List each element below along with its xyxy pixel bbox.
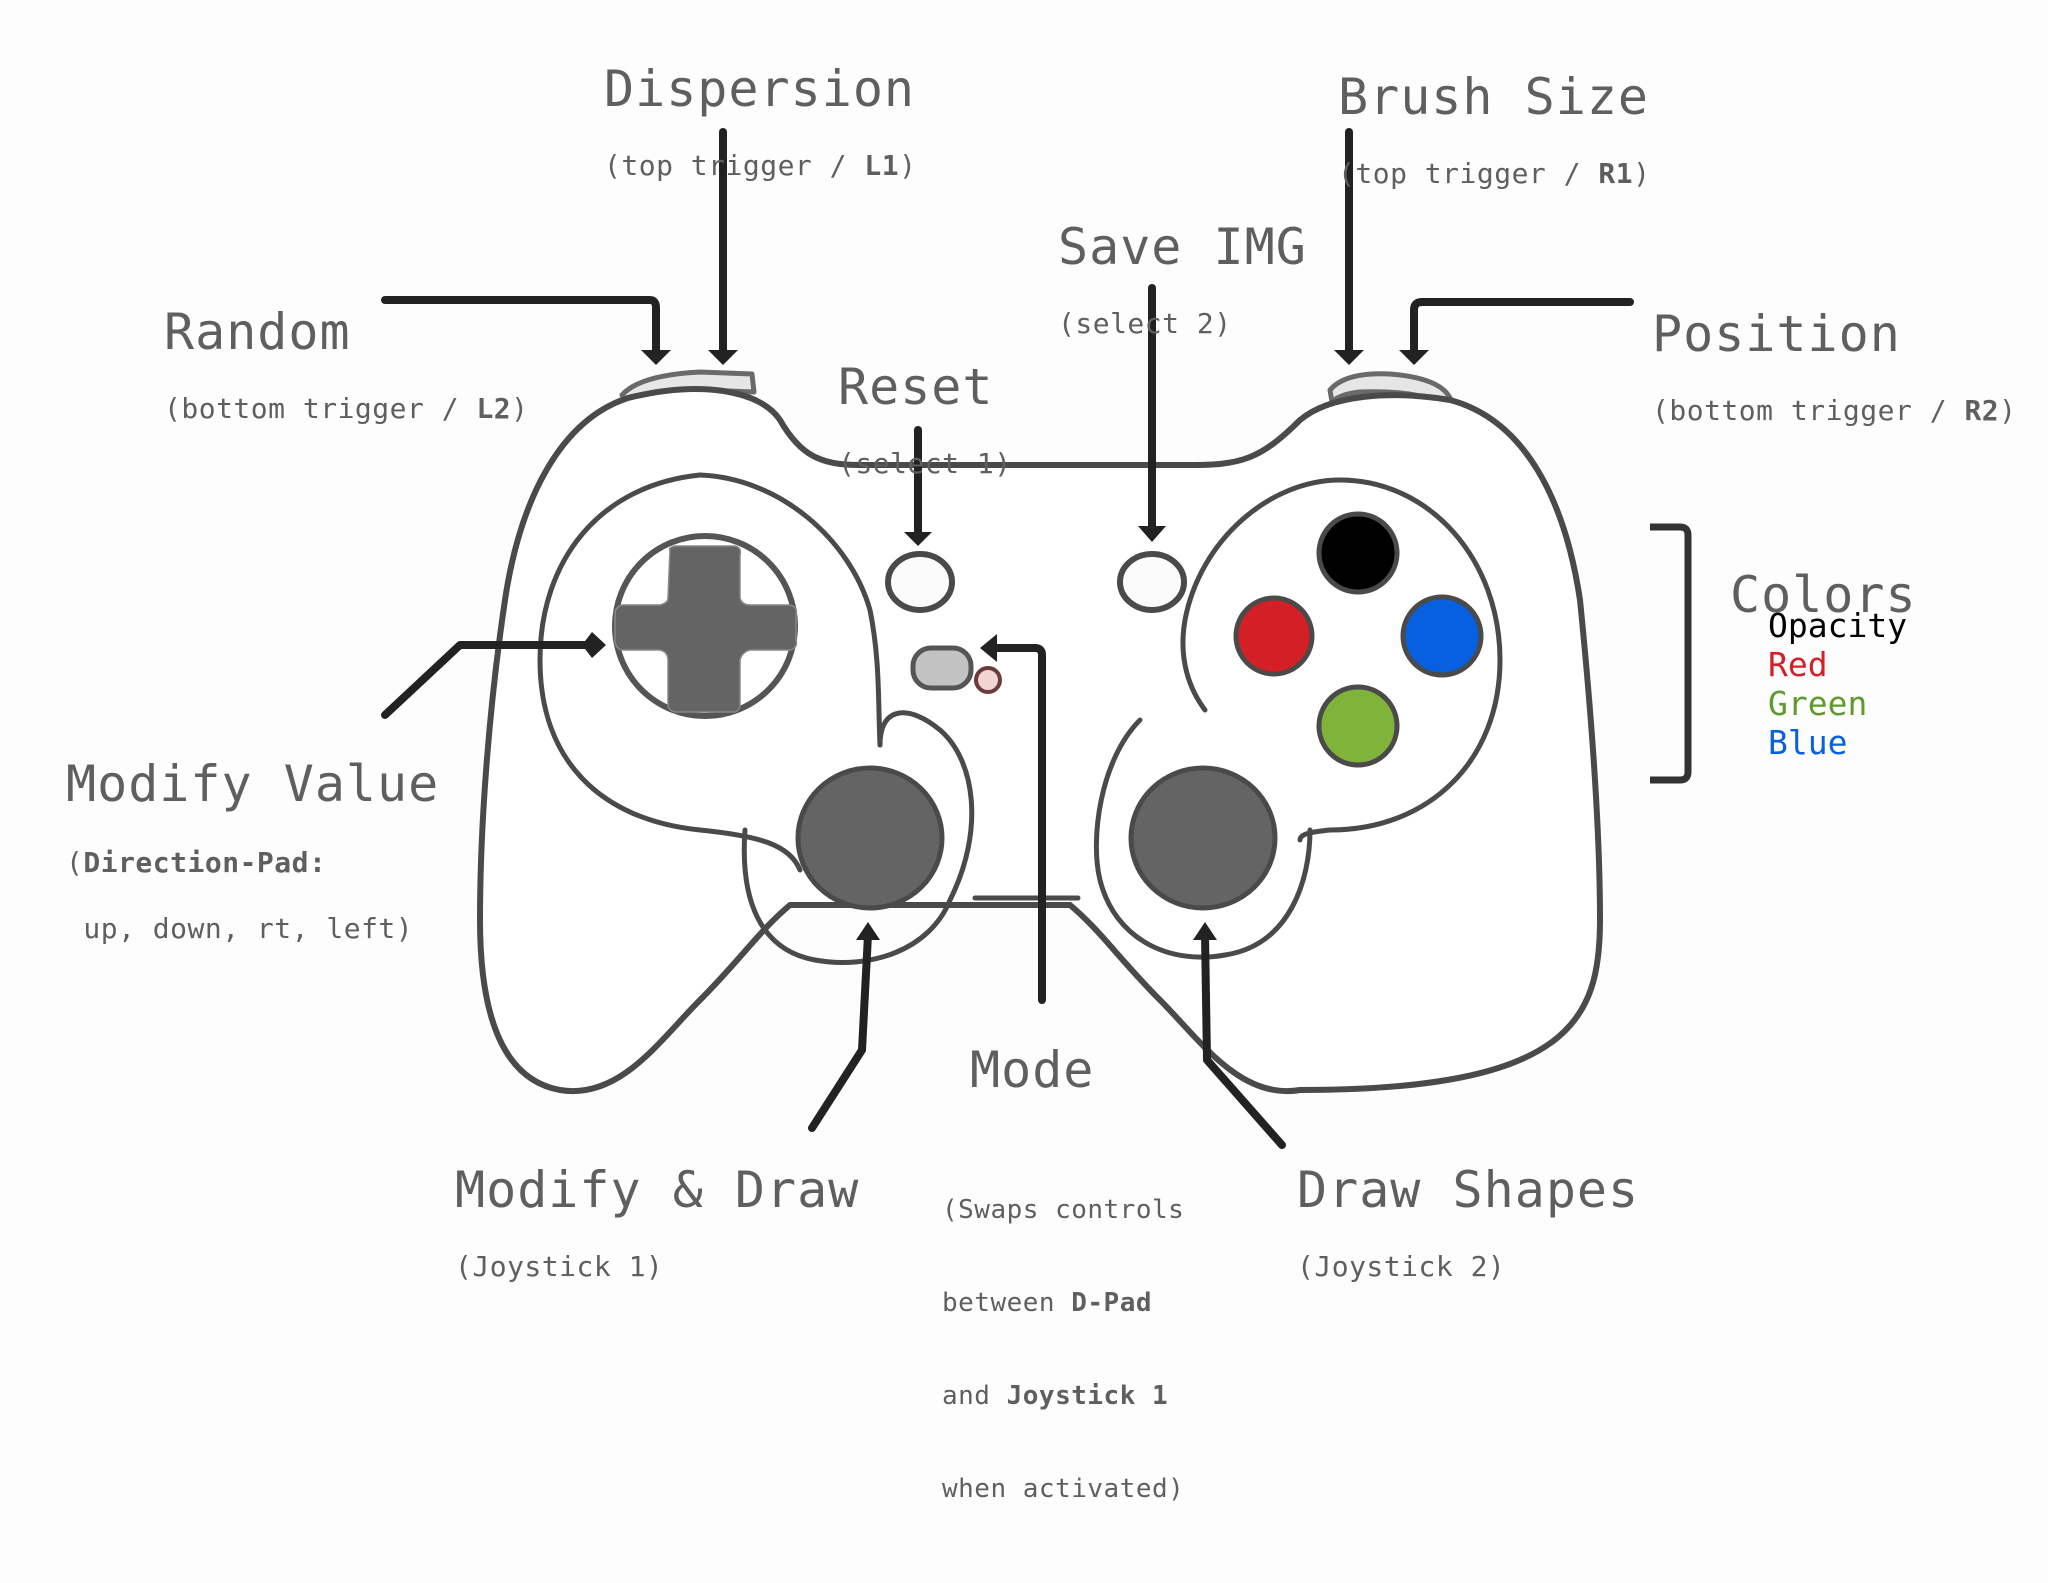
brush-size-sub-end: )	[1633, 157, 1651, 190]
blue-button[interactable]	[1400, 594, 1484, 678]
save-img-title: Save IMG	[1058, 218, 1307, 276]
mode-line-3-text: and	[942, 1381, 1007, 1411]
mode-arrow	[991, 644, 1046, 1004]
random-arrowhead	[641, 350, 671, 365]
modify-draw-label: Modify & Draw (Joystick 1)	[455, 1133, 859, 1297]
modify-draw-title: Modify & Draw	[455, 1161, 860, 1219]
colors-bracket	[1650, 523, 1692, 784]
colors-item-blue: Blue	[1768, 723, 1848, 762]
colors-title: Colors	[1730, 566, 1917, 624]
brush-size-title: Brush Size	[1338, 68, 1650, 126]
joystick1-arrowhead	[856, 922, 880, 940]
reset-label: Reset (select 1)	[838, 330, 1012, 494]
joystick1-arrow	[808, 931, 872, 1132]
random-key: L2	[476, 392, 512, 425]
save-img-arrowhead	[1138, 526, 1166, 542]
draw-shapes-label: Draw Shapes (Joystick 2)	[1297, 1133, 1639, 1297]
random-sub-text: (bottom trigger /	[164, 392, 477, 425]
colors-item-green: Green	[1768, 684, 1868, 723]
draw-shapes-sub: (Joystick 2)	[1297, 1250, 1506, 1283]
dispersion-sub: (top trigger / L1)	[604, 152, 916, 180]
draw-shapes-title: Draw Shapes	[1297, 1161, 1640, 1219]
mode-description: (Swaps controls between D-Pad and Joysti…	[942, 1133, 1184, 1567]
joystick-1[interactable]	[795, 765, 945, 911]
mode-line-2-text: between	[942, 1288, 1072, 1318]
mode-line-2: between D-Pad	[942, 1288, 1184, 1319]
joystick-2[interactable]	[1128, 765, 1278, 911]
mode-line-3-key: Joystick 1	[1006, 1381, 1169, 1411]
dpad[interactable]	[612, 533, 798, 719]
save-img-sub: (select 2)	[1058, 307, 1232, 340]
dispersion-sub-end: )	[899, 149, 917, 182]
right-grip-inner	[1297, 477, 1503, 843]
reset-button[interactable]	[885, 551, 955, 613]
dispersion-key: L1	[864, 149, 900, 182]
joystick2-housing	[1093, 717, 1313, 960]
random-label: Random (bottom trigger / L2)	[164, 275, 529, 439]
opacity-button[interactable]	[1316, 511, 1400, 595]
dispersion-title: Dispersion	[604, 60, 916, 118]
position-arrowhead	[1399, 350, 1429, 365]
mode-led	[974, 666, 1002, 694]
brush-size-key: R1	[1598, 157, 1634, 190]
mode-line-1: (Swaps controls	[942, 1195, 1185, 1225]
position-key: R2	[1964, 394, 2000, 427]
position-sub: (bottom trigger / R2)	[1652, 397, 2017, 425]
mode-line-4: when activated)	[942, 1474, 1185, 1504]
dispersion-arrowhead	[708, 350, 738, 365]
joystick2-arrowhead	[1193, 922, 1217, 940]
random-title: Random	[164, 303, 351, 361]
dispersion-sub-text: (top trigger /	[604, 149, 865, 182]
dispersion-label: Dispersion (top trigger / L1)	[604, 32, 916, 196]
reset-sub: (select 1)	[838, 447, 1012, 480]
modify-value-arrowhead	[582, 632, 606, 658]
gamepad-diagram	[381, 128, 1692, 1149]
joystick2-arrow	[1201, 931, 1286, 1149]
modify-value-title: Modify Value	[66, 755, 440, 813]
random-arrow	[381, 296, 660, 354]
mode-arrowhead	[980, 634, 997, 662]
position-sub-end: )	[1999, 394, 2017, 427]
position-title: Position	[1652, 305, 1901, 363]
mode-button[interactable]	[910, 645, 974, 691]
reset-arrowhead	[904, 532, 932, 546]
modify-value-key: Direction-Pad:	[83, 846, 327, 879]
red-button[interactable]	[1233, 595, 1315, 677]
colors-label: Colors	[1730, 538, 1917, 636]
modify-value-arrow	[381, 641, 599, 719]
reset-title: Reset	[838, 358, 994, 416]
brush-size-sub: (top trigger / R1)	[1338, 160, 1650, 188]
green-button[interactable]	[1316, 684, 1400, 768]
random-sub: (bottom trigger / L2)	[164, 395, 529, 423]
position-label: Position (bottom trigger / R2)	[1652, 277, 2017, 441]
mode-line-2-key: D-Pad	[1071, 1288, 1153, 1318]
brush-size-label: Brush Size (top trigger / R1)	[1338, 40, 1650, 204]
brush-size-sub-text: (top trigger /	[1338, 157, 1599, 190]
modify-value-sub1: (Direction-Pad:	[66, 849, 439, 877]
random-sub-end: )	[511, 392, 529, 425]
save-img-label: Save IMG (select 2)	[1058, 190, 1307, 354]
save-img-button[interactable]	[1117, 551, 1187, 613]
modify-value-sub2: up, down, rt, left)	[66, 912, 414, 945]
joystick1-housing	[741, 710, 975, 965]
colors-item-opacity: Opacity	[1768, 606, 1908, 645]
modify-value-paren: (	[66, 846, 84, 879]
brush-size-arrowhead	[1334, 350, 1364, 365]
colors-item-red: Red	[1768, 645, 1828, 684]
dpad-cross[interactable]	[614, 545, 798, 713]
mode-label: Mode (Swaps controls between D-Pad and J…	[942, 1013, 1184, 1583]
modify-value-label: Modify Value (Direction-Pad: up, down, r…	[66, 727, 439, 959]
position-arrow	[1410, 298, 1634, 354]
position-sub-text: (bottom trigger /	[1652, 394, 1965, 427]
colors-list: Opacity Red Green Blue	[1768, 606, 1907, 762]
mode-title: Mode	[970, 1041, 1095, 1099]
modify-draw-sub: (Joystick 1)	[455, 1250, 664, 1283]
mode-line-3: and Joystick 1	[942, 1381, 1184, 1412]
